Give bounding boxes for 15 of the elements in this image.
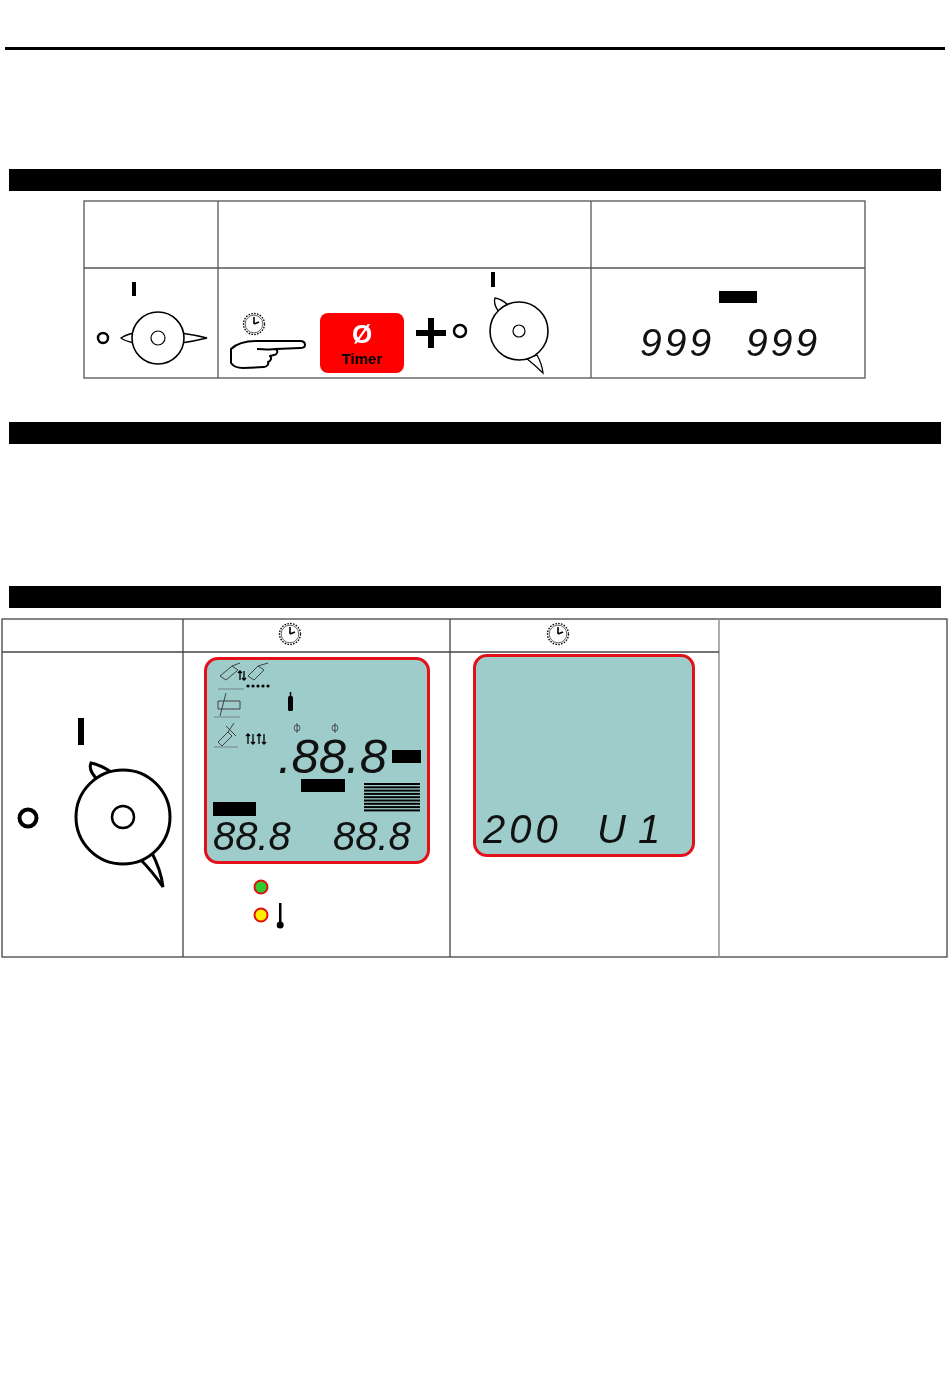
lcd-readout: 999	[640, 323, 715, 362]
lcd-readout: 88.8	[213, 816, 291, 856]
lcd-readout: 200	[483, 809, 562, 849]
lcd-screen	[473, 654, 695, 857]
section-bar	[9, 422, 941, 444]
section-bar	[9, 586, 941, 608]
lcd-readout: 999	[746, 323, 821, 362]
lcd-screen	[204, 657, 430, 864]
section-bar	[9, 169, 941, 191]
lcd-readout: U1	[597, 809, 673, 849]
key-symbol: Ø	[351, 320, 373, 347]
lcd-readout: .88.8	[278, 732, 387, 781]
lcd-readout: 88.8	[333, 816, 411, 856]
timer-key	[320, 313, 404, 373]
key-label: Timer	[341, 350, 383, 366]
